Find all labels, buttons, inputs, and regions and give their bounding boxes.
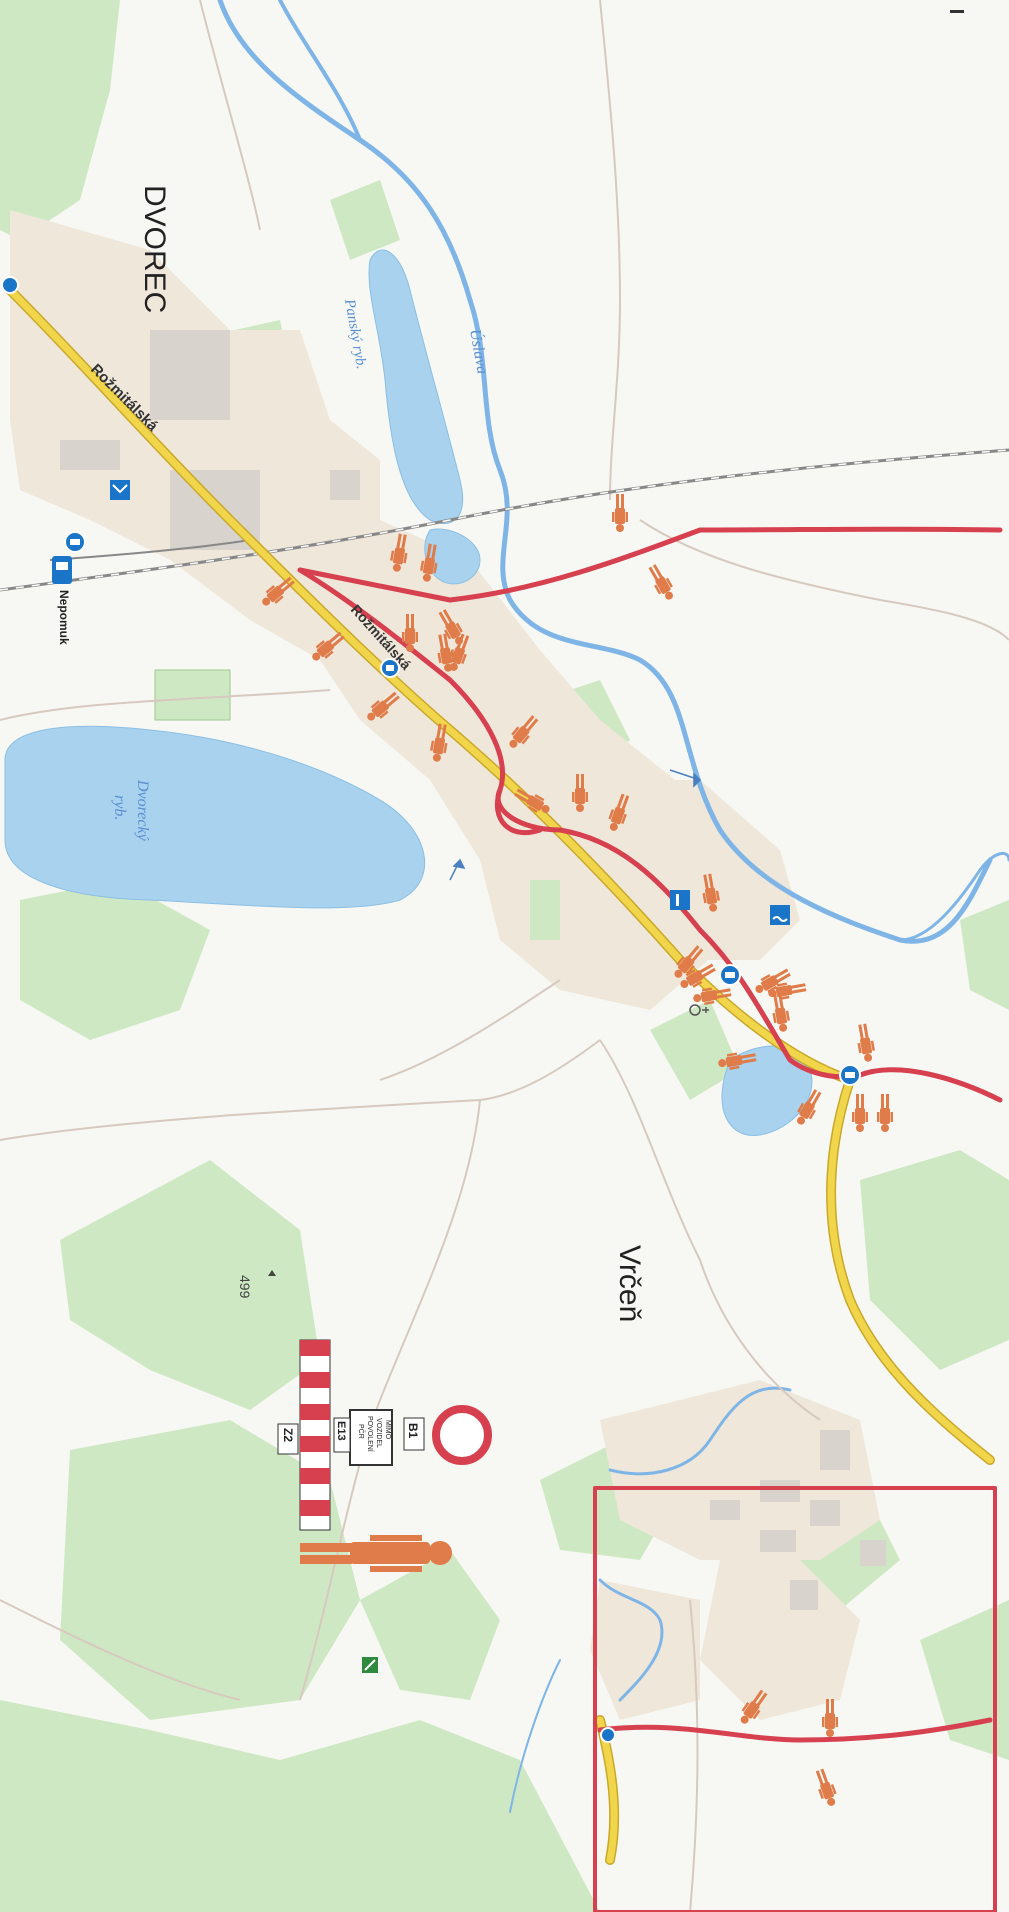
elevation-label: 499 bbox=[237, 1275, 253, 1299]
place-name-vrcer: Vrčeň bbox=[613, 1245, 646, 1322]
sign-e13-label: E13 bbox=[335, 1421, 347, 1441]
scan-edge-mark bbox=[950, 10, 964, 13]
elevation-marker bbox=[268, 1270, 276, 1276]
bus-stop-icon[interactable] bbox=[380, 658, 400, 678]
sign-z2-plate bbox=[277, 1423, 299, 1455]
barrier-icon bbox=[299, 1339, 331, 1531]
sign-e13-line-2: VOZIDEL bbox=[375, 1418, 382, 1448]
sports-field bbox=[154, 669, 231, 721]
pedestrian-figure-large-icon bbox=[300, 1535, 452, 1572]
sign-z2-label: Z2 bbox=[281, 1428, 295, 1442]
place-name-nepomuk: Nepomuk bbox=[57, 590, 71, 645]
bus-stop-icon[interactable] bbox=[600, 1727, 616, 1743]
legend-signs: Z2 MIMO VOZIDEL POVOLENÍ PČR E13 B1 bbox=[277, 1339, 492, 1572]
bus-stop-icon[interactable] bbox=[1, 276, 19, 294]
water-name-dvorecky-2: ryb. bbox=[111, 795, 128, 820]
water-bodies bbox=[4, 249, 813, 1137]
parking-icon[interactable] bbox=[670, 890, 690, 910]
train-station-icon[interactable] bbox=[52, 556, 72, 584]
sign-e13-plate bbox=[333, 1417, 351, 1453]
bus-stop-icon[interactable] bbox=[64, 531, 86, 553]
water-name-dvorecky-1: Dvorecký bbox=[134, 779, 151, 842]
railway bbox=[0, 448, 1009, 592]
sign-e13-line-4: PČR bbox=[357, 1424, 366, 1439]
flow-arrows bbox=[449, 769, 702, 881]
information-icon[interactable] bbox=[362, 1657, 378, 1673]
rivers bbox=[217, 0, 1009, 1813]
no-entry-sign-icon bbox=[432, 1405, 492, 1465]
post-office-icon[interactable] bbox=[110, 480, 130, 500]
sign-e13-panel bbox=[349, 1409, 393, 1466]
sign-b1-label: B1 bbox=[406, 1423, 420, 1439]
swimming-icon[interactable] bbox=[770, 905, 790, 925]
church-icon[interactable] bbox=[689, 1004, 709, 1016]
place-name-dvorec: DVOREC bbox=[138, 185, 171, 313]
sign-b1-plate bbox=[403, 1417, 425, 1451]
bus-stop-icon[interactable] bbox=[719, 964, 741, 986]
sign-e13-line-3: POVOLENÍ bbox=[366, 1416, 375, 1452]
sign-e13-line-1: MIMO bbox=[384, 1420, 391, 1440]
orchard bbox=[530, 880, 560, 940]
bus-stop-icon[interactable] bbox=[839, 1064, 861, 1086]
